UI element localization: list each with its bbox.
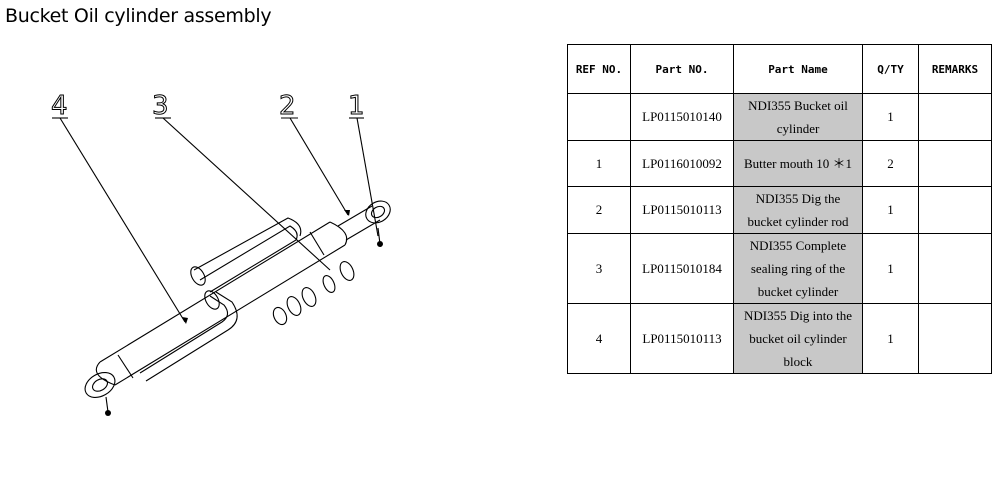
part-name-line: NDI355 Dig into the <box>744 308 852 323</box>
callout-2: 2 <box>279 91 296 121</box>
header-part-name: Part Name <box>733 44 863 94</box>
table-row: 1 LP0116010092 Butter mouth 10 ＊1 2 <box>567 140 992 187</box>
part-name-line: NDI355 Complete <box>749 238 847 253</box>
cell-part-no: LP0115010184 <box>630 233 734 304</box>
sealing-rings <box>272 261 355 326</box>
part-name-line: NDI355 Bucket oil <box>748 98 848 113</box>
header-remarks: REMARKS <box>918 44 992 94</box>
cylinder-diagram: 4 3 2 1 <box>51 91 391 416</box>
part-name-line: sealing ring of the <box>750 261 846 276</box>
cell-part-name: NDI355 Dig into the bucket oil cylinder … <box>733 303 863 374</box>
cell-ref: 4 <box>567 303 631 374</box>
part-name-line: Butter mouth 10 ＊1 <box>744 156 852 171</box>
grease-nipple-rear <box>105 396 109 413</box>
cell-ref <box>567 93 631 141</box>
part-name-line: cylinder <box>776 121 820 136</box>
table-row: LP0115010140 NDI355 Bucket oil cylinder … <box>567 93 992 141</box>
leader-line-3 <box>162 117 331 271</box>
parts-table: REF NO. Part NO. Part Name Q/TY REMARKS … <box>567 44 992 374</box>
cell-qty: 1 <box>862 186 919 234</box>
cell-qty: 1 <box>862 303 919 374</box>
grease-nipple-front-head <box>377 241 383 247</box>
cylinder-barrel <box>95 221 348 386</box>
rod-eye <box>365 200 391 224</box>
cell-ref: 2 <box>567 186 631 234</box>
header-part-no: Part NO. <box>630 44 734 94</box>
part-name-line: bucket cylinder rod <box>747 214 849 229</box>
page-title: Bucket Oil cylinder assembly <box>5 5 272 27</box>
cell-qty: 2 <box>862 140 919 187</box>
cell-ref: 3 <box>567 233 631 304</box>
header-ref-no: REF NO. <box>567 44 631 94</box>
cell-part-name: NDI355 Bucket oil cylinder <box>733 93 863 141</box>
cell-qty: 1 <box>862 233 919 304</box>
leader-line-4 <box>59 117 186 323</box>
cell-part-name: Butter mouth 10 ＊1 <box>733 140 863 187</box>
grease-nipple-rear-head <box>105 410 111 416</box>
cell-part-no: LP0116010092 <box>630 140 734 187</box>
part-name-line: bucket cylinder <box>757 284 839 299</box>
cell-remarks <box>918 303 992 374</box>
cell-part-no: LP0115010113 <box>630 186 734 234</box>
cell-ref: 1 <box>567 140 631 187</box>
cell-remarks <box>918 140 992 187</box>
cell-part-name: NDI355 Complete sealing ring of the buck… <box>733 233 863 304</box>
cell-part-no: LP0115010140 <box>630 93 734 141</box>
part-name-line: NDI355 Dig the <box>755 191 841 206</box>
cell-part-name: NDI355 Dig the bucket cylinder rod <box>733 186 863 234</box>
hydraulic-pipe <box>139 217 302 382</box>
part-name-line: block <box>783 354 813 369</box>
cell-remarks <box>918 233 992 304</box>
cell-remarks <box>918 186 992 234</box>
rear-eye <box>84 372 116 398</box>
table-row: 2 LP0115010113 NDI355 Dig the bucket cyl… <box>567 186 992 234</box>
cell-qty: 1 <box>862 93 919 141</box>
leader-line-2 <box>289 117 349 216</box>
header-qty: Q/TY <box>862 44 919 94</box>
callout-4: 4 <box>51 91 68 121</box>
callout-1: 1 <box>348 91 365 121</box>
cell-part-no: LP0115010113 <box>630 303 734 374</box>
table-header-row: REF NO. Part NO. Part Name Q/TY REMARKS <box>567 44 992 94</box>
cell-remarks <box>918 93 992 141</box>
leader-line-1 <box>356 117 379 237</box>
part-name-line: bucket oil cylinder <box>749 331 847 346</box>
table-row: 3 LP0115010184 NDI355 Complete sealing r… <box>567 233 992 304</box>
callout-3: 3 <box>152 91 169 121</box>
table-row: 4 LP0115010113 NDI355 Dig into the bucke… <box>567 303 992 374</box>
